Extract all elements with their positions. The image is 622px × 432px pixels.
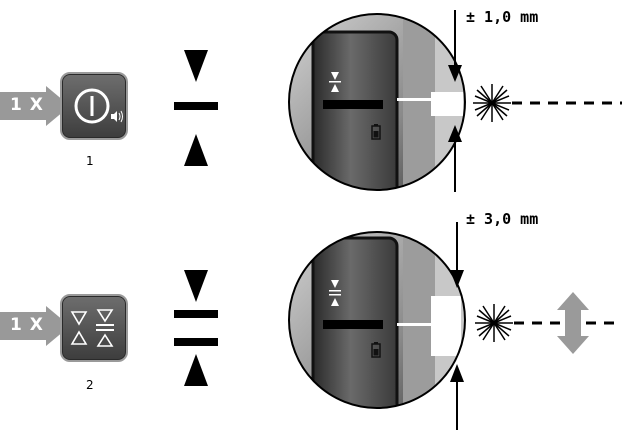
- step-number-1: 1: [86, 154, 94, 168]
- height-mode-icon: [70, 309, 114, 347]
- laser-burst-icon: [475, 304, 513, 342]
- line-mode-symbol-full: [174, 270, 218, 386]
- magnified-view-1: [288, 10, 622, 192]
- line-mode-symbol-reduced: [174, 50, 218, 166]
- arrow-right-icon: [0, 86, 70, 126]
- power-button[interactable]: [60, 72, 128, 140]
- press-indicator-2: 1 X: [0, 306, 70, 346]
- tolerance-label-2: ± 3,0 mm: [466, 210, 539, 228]
- press-count-label: 1 X: [10, 315, 44, 335]
- press-count-label: 1 X: [10, 95, 44, 115]
- double-arrow-vertical-icon: [557, 292, 589, 354]
- battery-icon: [371, 342, 381, 358]
- magnified-view-2: [288, 222, 622, 430]
- press-indicator-1: 1 X: [0, 86, 70, 126]
- height-mode-button[interactable]: [60, 294, 128, 362]
- power-icon: [74, 88, 123, 124]
- laser-burst-icon: [473, 84, 511, 122]
- battery-icon: [371, 124, 381, 140]
- arrow-right-icon: [0, 306, 70, 346]
- speaker-icon: [111, 110, 123, 123]
- step-number-2: 2: [86, 378, 94, 392]
- tolerance-label-1: ± 1,0 mm: [466, 8, 539, 26]
